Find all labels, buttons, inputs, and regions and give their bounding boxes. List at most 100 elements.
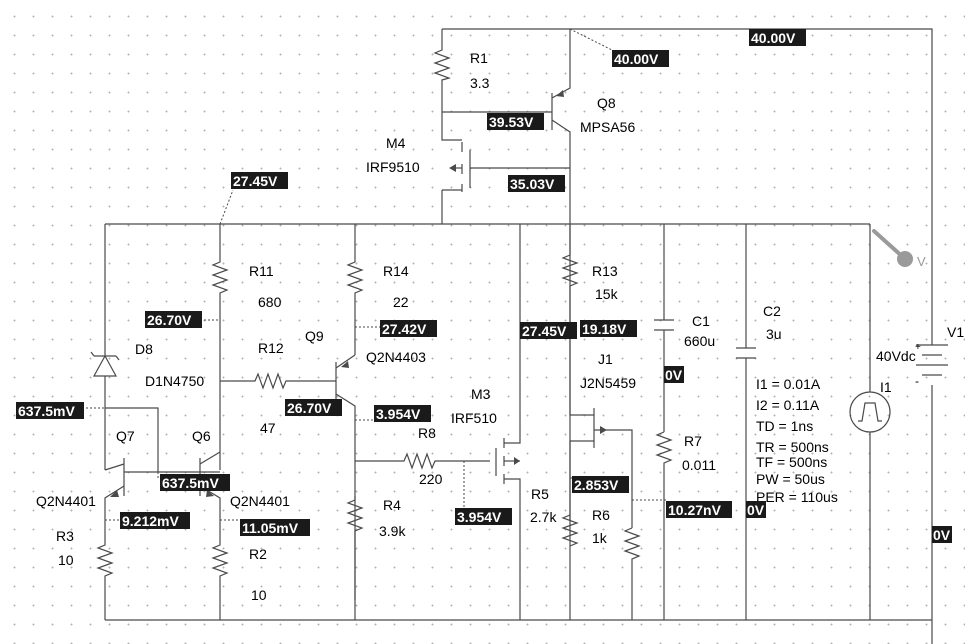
j1-jfet[interactable]	[569, 408, 633, 620]
svg-text:27.45V: 27.45V	[233, 173, 278, 189]
r11-value: 680	[258, 294, 282, 310]
svg-text:637.5mV: 637.5mV	[162, 475, 219, 491]
voltage-label: 27.42V	[380, 320, 437, 337]
q7-ref: Q7	[116, 428, 135, 444]
v1-ref: V1	[947, 324, 964, 340]
voltage-label: 19.18V	[580, 320, 637, 337]
voltage-label: 10.27nV	[666, 501, 732, 518]
r4-resistor[interactable]	[346, 496, 364, 620]
q9-transistor[interactable]	[335, 354, 356, 600]
r6-value: 1k	[592, 530, 608, 546]
c2-ref: C2	[763, 303, 781, 319]
voltage-leader-lines	[86, 28, 747, 521]
svg-text:637.5mV: 637.5mV	[18, 403, 75, 419]
r14-value: 22	[393, 294, 409, 310]
r8-value: 220	[419, 471, 443, 487]
voltage-label: 39.53V	[487, 113, 544, 130]
svg-text:39.53V: 39.53V	[489, 114, 534, 130]
svg-text:40.00V: 40.00V	[614, 51, 659, 67]
voltage-label: 637.5mV	[160, 474, 230, 491]
r7-ref: R7	[684, 433, 702, 449]
voltage-label: 26.70V	[145, 311, 202, 328]
v1-value: 40Vdc	[876, 348, 916, 364]
c2-capacitor[interactable]	[736, 224, 756, 620]
svg-text:-: -	[915, 374, 919, 388]
svg-text:27.45V: 27.45V	[522, 323, 567, 339]
voltage-label: 26.70V	[285, 399, 342, 416]
param-line: PW = 50us	[756, 471, 825, 487]
voltage-label: 3.954V	[455, 508, 512, 525]
svg-text:9.212mV: 9.212mV	[122, 513, 179, 529]
r3-value: 10	[58, 552, 74, 568]
i1-ref: I1	[880, 379, 892, 395]
r2-resistor[interactable]	[211, 540, 229, 620]
param-line: I2 = 0.11A	[756, 397, 820, 413]
voltage-label: 637.5mV	[16, 402, 84, 419]
c1-value: 660u	[684, 333, 715, 349]
r3-resistor[interactable]	[96, 540, 114, 620]
q7-model: Q2N4401	[36, 493, 96, 509]
q8-transistor[interactable]	[442, 29, 571, 224]
svg-text:11.05mV: 11.05mV	[242, 520, 299, 536]
voltage-label: 2.853V	[572, 476, 629, 493]
r6-resistor[interactable]	[623, 527, 641, 620]
m4-mosfet[interactable]	[441, 112, 570, 224]
q6-transistor[interactable]	[199, 451, 221, 540]
r14-resistor[interactable]	[346, 224, 364, 355]
q9-model: Q2N4403	[366, 349, 426, 365]
svg-text:0V: 0V	[665, 367, 683, 383]
r1-value: 3.3	[470, 75, 490, 91]
param-line: TD = 1ns	[756, 418, 813, 434]
r12-ref: R12	[258, 340, 284, 356]
d8-zener-diode[interactable]	[90, 224, 120, 470]
m4-model: IRF9510	[366, 159, 420, 175]
param-line: TF = 500ns	[756, 454, 827, 470]
top-rail-wire[interactable]	[442, 28, 933, 620]
v1-voltage-source[interactable]: + -	[915, 342, 948, 388]
m3-ref: M3	[471, 386, 491, 402]
r7-resistor[interactable]	[655, 431, 673, 620]
d8-model: D1N4750	[145, 373, 204, 389]
q6-model: Q2N4401	[230, 493, 290, 509]
m3-mosfet[interactable]	[495, 224, 521, 620]
r7-value: 0.011	[682, 457, 716, 473]
voltage-label: 40.00V	[749, 29, 806, 46]
r4-value: 3.9k	[379, 523, 406, 539]
m3-model: IRF510	[451, 410, 497, 426]
r2-ref: R2	[249, 546, 267, 562]
r5-ref: R5	[531, 486, 549, 502]
svg-text:40.00V: 40.00V	[751, 30, 796, 46]
r8-ref: R8	[418, 425, 436, 441]
d8-ref: D8	[135, 341, 153, 357]
voltage-label: 9.212mV	[120, 512, 190, 529]
svg-text:26.70V: 26.70V	[147, 312, 192, 328]
param-line: TR = 500ns	[756, 439, 829, 455]
q8-model: MPSA56	[580, 119, 635, 135]
j1-model: J2N5459	[580, 375, 636, 391]
r12-resistor[interactable]	[220, 372, 336, 390]
svg-text:2.853V: 2.853V	[574, 477, 619, 493]
r13-ref: R13	[592, 263, 618, 279]
bottom-rail-wire[interactable]	[105, 619, 933, 644]
c1-ref: C1	[692, 313, 710, 329]
svg-text:+: +	[915, 342, 921, 353]
voltage-label: 0V	[746, 501, 766, 518]
probe-icon[interactable]	[872, 229, 913, 267]
voltage-label: 11.05mV	[240, 519, 310, 536]
param-line: I1 = 0.01A	[756, 376, 821, 392]
r11-ref: R11	[249, 263, 274, 279]
c1-capacitor[interactable]	[654, 224, 674, 432]
voltage-label: 0V	[664, 366, 684, 383]
source-params: I1 = 0.01A I2 = 0.11A TD = 1ns TR = 500n…	[756, 376, 838, 505]
i1-current-source[interactable]	[849, 224, 891, 620]
r11-resistor[interactable]	[211, 224, 229, 470]
r8-resistor[interactable]	[355, 452, 490, 470]
q7-transistor[interactable]	[104, 407, 220, 540]
svg-text:26.70V: 26.70V	[287, 400, 332, 416]
svg-text:0V: 0V	[933, 527, 951, 543]
probe-label: V	[917, 254, 926, 269]
svg-text:19.18V: 19.18V	[582, 321, 627, 337]
r1-resistor[interactable]	[433, 29, 451, 112]
param-line: PER = 110us	[756, 489, 838, 505]
